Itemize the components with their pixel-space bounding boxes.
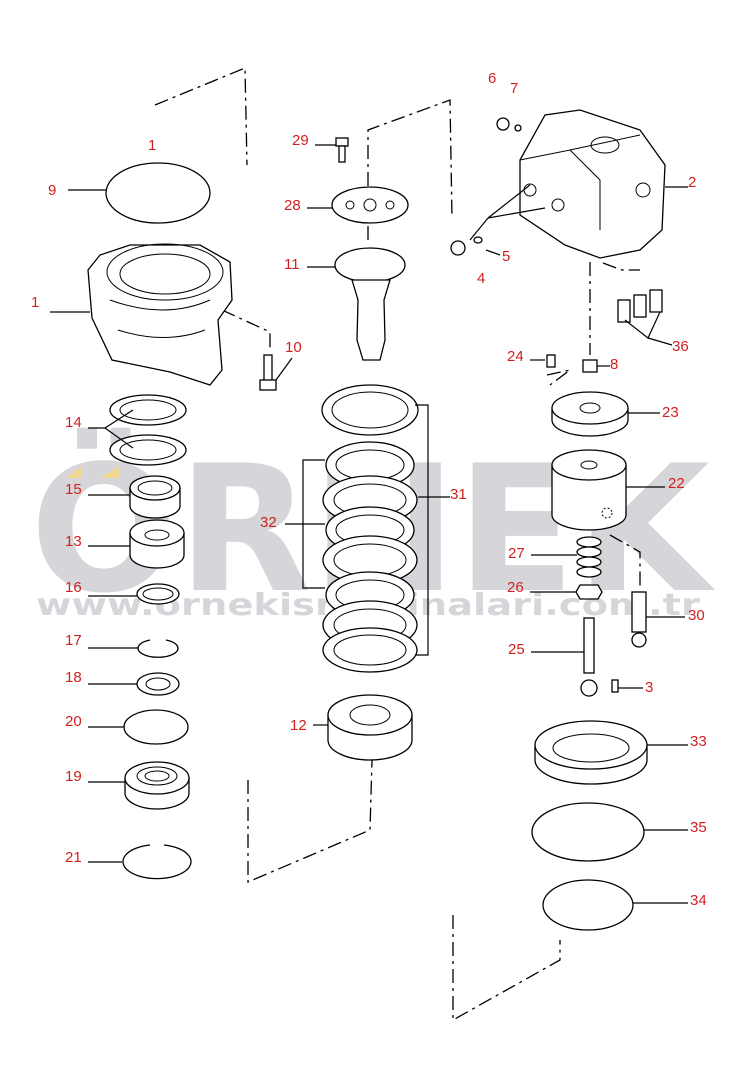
callout-7: 7 (510, 80, 518, 97)
callout-1: 1 (31, 294, 39, 311)
callout-10: 10 (285, 339, 302, 356)
bolt-10 (259, 354, 277, 391)
callout-18: 18 (65, 669, 82, 686)
callout-5: 5 (502, 248, 510, 265)
callout-24: 24 (507, 348, 524, 365)
callout-33: 33 (690, 733, 707, 750)
callout-29: 29 (292, 132, 309, 149)
valve-body-2 (519, 109, 666, 259)
pin-24 (546, 354, 556, 368)
leader-lines (50, 144, 688, 904)
center-column-parts (321, 137, 419, 761)
valve-plate-23 (551, 391, 629, 437)
o-ring-35 (531, 802, 645, 862)
bolt-29 (335, 137, 349, 163)
bushing-8 (582, 359, 598, 373)
cover-19 (124, 761, 190, 810)
pin-3 (611, 679, 619, 693)
shaft-11 (334, 247, 406, 361)
snap-ring-17 (137, 639, 179, 658)
o-ring-7 (514, 124, 522, 132)
ring-16 (136, 583, 180, 605)
callout-17: 17 (65, 632, 82, 649)
left-column-parts (87, 162, 277, 880)
callout-23: 23 (662, 404, 679, 421)
snap-ring-21 (122, 844, 192, 880)
callout-8: 8 (610, 356, 618, 373)
cylinder-block-22 (551, 449, 627, 531)
plug-6 (496, 117, 510, 131)
piston-30 (631, 591, 647, 648)
springs-36 (617, 289, 663, 323)
callout-31: 31 (450, 486, 467, 503)
callout-32: 32 (260, 514, 277, 531)
callout-12: 12 (290, 717, 307, 734)
shaft-25 (580, 617, 598, 697)
callout-26: 26 (507, 579, 524, 596)
callout-28: 28 (284, 197, 301, 214)
spring-27 (576, 536, 602, 578)
callout-35: 35 (690, 819, 707, 836)
callout-13: 13 (65, 533, 82, 550)
callout-2: 2 (688, 174, 696, 191)
callout-21: 21 (65, 849, 82, 866)
plate-stack-31-32 (321, 384, 419, 673)
nut-26 (575, 584, 603, 600)
callout-9: 9 (48, 182, 56, 199)
callout-25: 25 (508, 641, 525, 658)
swash-plate-33 (534, 720, 648, 785)
bearing-12 (327, 694, 413, 761)
bearing-13 (129, 519, 185, 569)
housing-1 (87, 243, 233, 386)
callout-labels: 1 9 1 10 14 15 13 16 17 18 20 19 21 29 2… (31, 70, 707, 909)
callout-16: 16 (65, 579, 82, 596)
right-column-parts (450, 109, 666, 931)
callout-11: 11 (284, 256, 300, 273)
o-ring-34 (542, 879, 634, 931)
bearing-15 (129, 475, 181, 519)
callout-4: 4 (477, 270, 485, 287)
o-ring-5 (473, 236, 483, 244)
plug-4 (450, 240, 466, 256)
callout-15: 15 (65, 481, 82, 498)
callout-6: 6 (488, 70, 496, 87)
callout-14: 14 (65, 414, 82, 431)
o-ring-20 (123, 709, 189, 745)
callout-34: 34 (690, 892, 707, 909)
callout-19: 19 (65, 768, 82, 785)
callout-3: 3 (645, 679, 653, 696)
callout-1-top: 1 (148, 137, 156, 154)
callout-20: 20 (65, 713, 82, 730)
callout-22: 22 (668, 475, 685, 492)
callout-36: 36 (672, 338, 689, 355)
callout-27: 27 (508, 545, 525, 562)
retainer-28 (331, 186, 409, 224)
seal-18 (136, 672, 180, 696)
assembly-lines (154, 67, 641, 1022)
o-ring-9 (105, 162, 211, 224)
callout-30: 30 (688, 607, 705, 624)
